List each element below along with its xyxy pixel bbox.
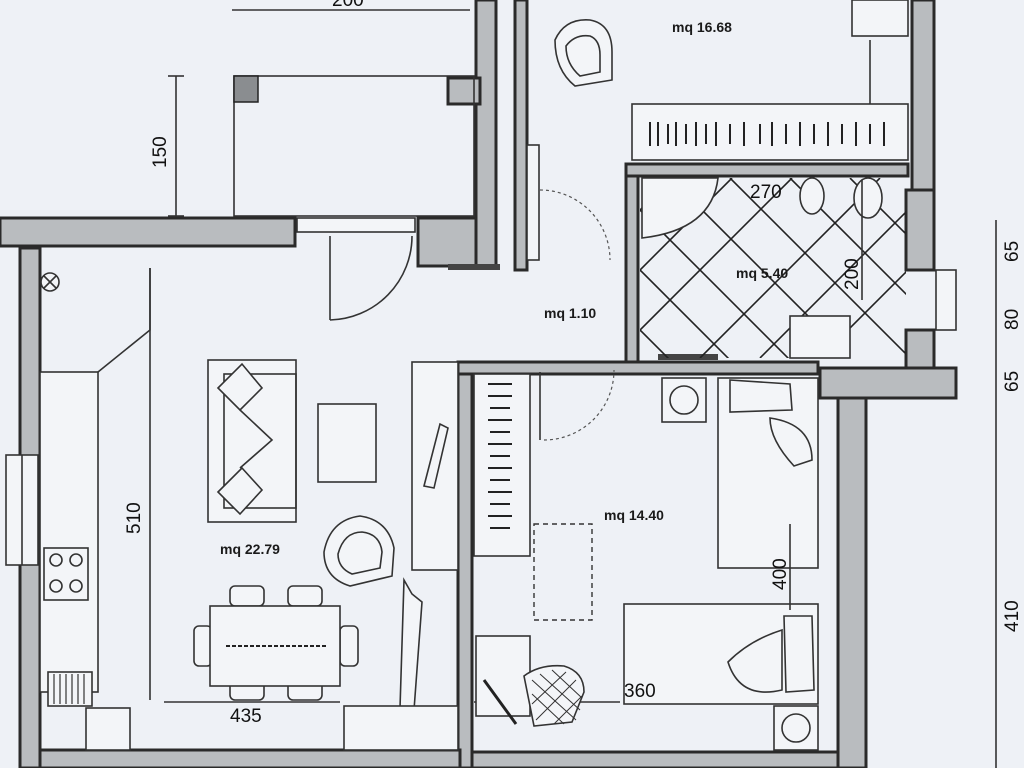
dim-label-living-height: 510 [124, 502, 145, 534]
dim-label-bath-width: 270 [750, 182, 782, 203]
bedroom-wardrobe [473, 373, 531, 557]
balcony-pillar [233, 75, 259, 103]
bottom-cabinet [343, 705, 459, 751]
area-label-hall: mq 1.10 [544, 305, 596, 321]
threshold-bath [658, 354, 718, 360]
hall-door-swing [539, 189, 611, 261]
sofa [207, 359, 297, 523]
kitchen-counter [39, 371, 99, 693]
sink-grid [53, 674, 85, 704]
balcony [233, 75, 475, 217]
pillow-lower [783, 615, 815, 693]
wall-pillar-top [446, 76, 482, 106]
bedroom-wardrobe-hangers [488, 383, 512, 529]
dim-label-right-410: 410 [1002, 600, 1023, 632]
area-label-bedroom: mq 14.40 [604, 507, 664, 523]
hall-door-frame [526, 144, 540, 261]
toilet [853, 177, 883, 219]
dim-label-right-65-top: 65 [1002, 241, 1023, 262]
dim-label-right-80: 80 [1002, 309, 1023, 330]
wall-right-bedroom [836, 396, 868, 768]
burner-icon [69, 579, 83, 593]
dim-label-right-65-bottom: 65 [1002, 371, 1023, 392]
lamp-icon [781, 713, 811, 743]
nightstand-top [851, 0, 909, 37]
wardrobe-top [631, 103, 909, 161]
nightstand-upper [661, 377, 707, 423]
bath-window [935, 269, 957, 331]
burner-icon [49, 553, 63, 567]
dim-label-bath-height: 200 [842, 258, 863, 290]
bidet [799, 177, 825, 215]
bedroom-door-swing [543, 369, 615, 441]
wall-bottom-right [470, 750, 840, 768]
shower [641, 177, 719, 239]
dim-label-bedroom-width: 360 [624, 681, 656, 702]
area-label-living: mq 22.79 [220, 541, 280, 557]
desk-lamp [482, 679, 518, 725]
wall-bedroom-left [456, 372, 474, 768]
wall-bottom-left [38, 748, 462, 768]
area-label-top-room: mq 16.68 [672, 19, 732, 35]
wall-top-middle [416, 216, 478, 268]
pillow-upper [729, 379, 793, 413]
wardrobe-hangers [649, 122, 885, 146]
wall-hall-left [513, 0, 529, 272]
wall-top-living [0, 216, 297, 248]
dim-label-balcony-depth: 150 [150, 136, 171, 168]
sheet-fold-lower [727, 628, 783, 693]
dining-table [193, 585, 359, 701]
threshold-left [448, 264, 500, 270]
burner-icon [49, 579, 63, 593]
boiler-cross [43, 275, 57, 289]
armchair-top [554, 19, 613, 87]
shelf-lower [399, 577, 423, 711]
coffee-table [317, 403, 377, 483]
rug-outline [533, 523, 593, 621]
wall-right-bath [904, 188, 936, 272]
area-label-bathroom: mq 5.40 [736, 265, 788, 281]
wall-bedroom-top [456, 360, 820, 376]
tv-stand [423, 422, 449, 489]
fridge [85, 707, 131, 751]
wall-right-top [910, 0, 936, 202]
cooktop [43, 547, 89, 601]
wall-bath-left [624, 174, 640, 368]
entry-door-swing [329, 235, 413, 321]
chair-mesh [531, 669, 583, 725]
armchair-living [323, 515, 395, 587]
wall-bath-top [624, 162, 910, 178]
nightstand-lower [773, 705, 819, 751]
lamp-icon [669, 385, 699, 415]
dim-label-living-width: 435 [230, 706, 262, 727]
kitchen-sink [47, 671, 93, 707]
desk [475, 635, 531, 717]
dim-label-top-width: 200 [332, 0, 364, 11]
desk-chair [523, 664, 585, 727]
wall-bed-top-right [818, 366, 958, 400]
wall-center-top [474, 0, 498, 268]
dim-label-bedroom-height: 400 [770, 558, 791, 590]
sheet-fold-upper [769, 417, 813, 467]
burner-icon [69, 553, 83, 567]
sink [789, 315, 851, 359]
entry-door-frame [296, 217, 416, 233]
